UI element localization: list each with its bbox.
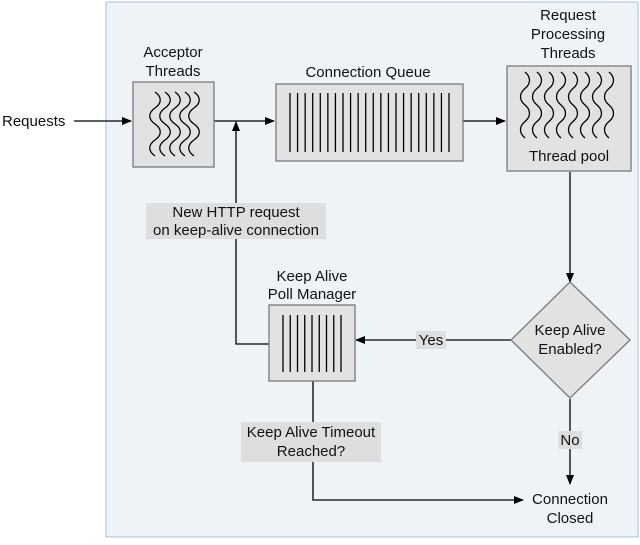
connection-closed-line1: Connection — [532, 491, 608, 508]
request-processing-title-line3: Threads — [540, 45, 595, 62]
no-label: No — [560, 432, 579, 449]
connection-closed-line2: Closed — [547, 510, 594, 527]
queue-bars-icon — [289, 93, 450, 152]
thread-wave — [603, 71, 615, 139]
keep-alive-decision-line1: Keep Alive — [535, 322, 606, 339]
acceptor-threads-title-line2: Threads — [145, 63, 200, 80]
keep-alive-decision-line2: Enabled? — [538, 341, 601, 358]
yes-label: Yes — [419, 332, 443, 349]
requests-label: Requests — [2, 113, 65, 130]
request-processing-title-line2: Processing — [531, 26, 605, 43]
acceptor-threads-box — [132, 81, 215, 168]
thread-wave — [169, 91, 181, 157]
timeout-label-line2: Reached? — [277, 443, 345, 460]
thread-wave — [159, 91, 171, 157]
wavy-threads-icon — [149, 91, 200, 157]
no-label-bg — [558, 431, 582, 449]
yes-label-bg — [416, 331, 446, 349]
thread-wave — [543, 71, 555, 139]
edge-poll-manager-back-to-acceptor — [232, 121, 269, 345]
timeout-label-line1: Keep Alive Timeout — [247, 424, 376, 441]
thread-wave — [519, 71, 531, 139]
connection-queue-label: Connection Queue — [305, 64, 430, 81]
thread-wave — [188, 91, 200, 157]
thread-wave — [179, 91, 191, 157]
new-http-request-label-bg — [146, 203, 326, 239]
thread-wave — [531, 71, 543, 139]
poll-manager-title-line1: Keep Alive — [277, 268, 348, 285]
poll-manager-title-line2: Poll Manager — [268, 286, 356, 303]
thread-wave — [567, 71, 579, 139]
timeout-label-bg — [241, 422, 381, 462]
connection-queue-box — [275, 83, 464, 162]
edge-poll-manager-timeout-to-closed — [312, 381, 524, 504]
thread-wave — [555, 71, 567, 139]
thread-pool-caption: Thread pool — [529, 148, 609, 165]
new-http-request-label-line2: on keep-alive connection — [153, 222, 319, 239]
request-processing-box — [506, 65, 632, 172]
request-processing-title-line1: Request — [540, 7, 597, 24]
new-http-request-label-line1: New HTTP request — [172, 204, 300, 221]
acceptor-threads-title-line1: Acceptor — [143, 44, 202, 61]
thread-wave — [579, 71, 591, 139]
queue-bars-icon — [282, 315, 342, 372]
thread-wave — [149, 91, 161, 157]
thread-wave — [591, 71, 603, 139]
keep-alive-decision-diamond — [510, 281, 631, 399]
wavy-threads-icon — [519, 71, 615, 139]
